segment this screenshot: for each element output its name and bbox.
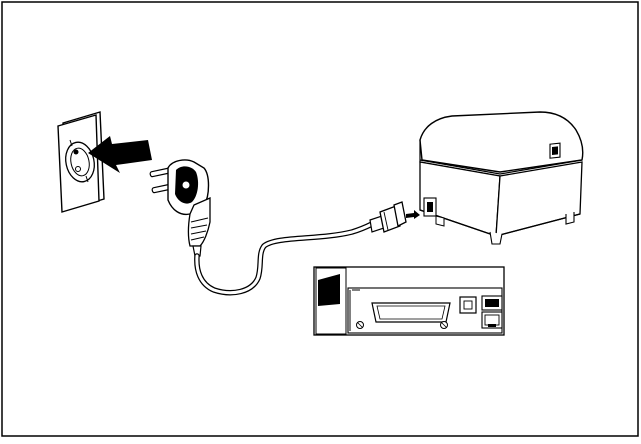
power-cord-icon [194, 221, 375, 296]
insert-arrow-icon [88, 136, 152, 173]
power-plug-icon [149, 159, 211, 257]
connect-arrow-icon [406, 210, 420, 219]
printer-icon [419, 111, 584, 245]
iec-connector-icon [369, 201, 407, 233]
wall-socket-icon [57, 111, 105, 213]
rear-panel-icon [313, 266, 505, 336]
